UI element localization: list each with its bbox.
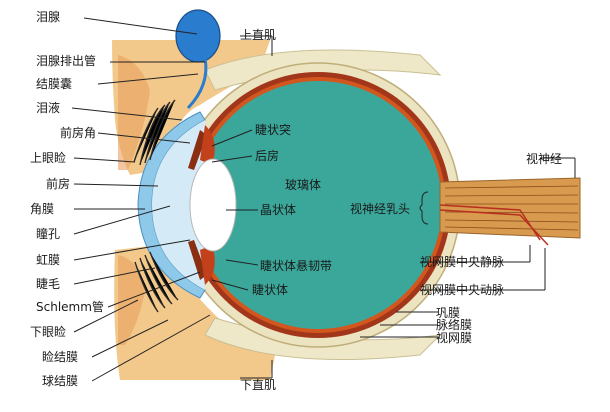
label-ciliary-process: 睫状突 [255,123,292,137]
label-upper-eyelid: 上眼睑 [30,151,67,165]
label-posterior-chamber: 后房 [255,149,280,163]
label-tears: 泪液 [36,101,61,115]
optic-nerve [439,177,581,239]
label-anterior-chamber-angle: 前房角 [60,126,97,140]
leader-lines [71,17,576,382]
label-zonule: 睫状体悬韧带 [260,259,333,273]
label-palpebral-conjunctiva: 睑结膜 [42,350,79,364]
label-optic-nerve: 视神经 [526,152,563,166]
iris-lower [188,240,207,280]
vitreous-body [194,81,442,329]
label-pupil: 瞳孔 [36,227,61,241]
label-cornea: 角膜 [30,202,55,216]
label-central-retinal-vein: 视网膜中央静脉 [420,255,505,269]
label-bulbar-conjunctiva: 球结膜 [42,374,79,388]
label-conjunctival-sac: 结膜囊 [36,77,73,91]
label-central-retinal-artery: 视网膜中央动脉 [420,283,505,297]
lacrimal-duct [186,57,208,110]
label-inferior-rectus: 下直肌 [240,378,277,392]
label-lacrimal-duct: 泪腺排出管 [36,54,97,68]
label-lower-eyelid: 下眼睑 [30,325,67,339]
lacrimal-gland [175,9,221,63]
upper-eyelashes [133,99,176,166]
label-eyelash: 睫毛 [36,277,61,291]
upper-lid-red [118,55,150,170]
label-vitreous-body: 玻璃体 [285,178,322,192]
lens [189,158,237,252]
label-choroid: 脉络膜 [436,318,473,332]
label-lens: 晶状体 [260,203,297,217]
iris-upper [188,130,207,170]
ciliary-body-upper [200,125,215,165]
label-lacrimal-gland: 泪腺 [36,10,61,24]
label-schlemm-canal: Schlemm管 [36,300,104,314]
ciliary-body-lower [200,245,215,285]
label-anterior-chamber: 前房 [46,177,71,191]
label-optic-papilla: 视神经乳头 [350,202,411,216]
label-iris: 虹膜 [36,253,61,267]
label-ciliary-body: 睫状体 [252,283,289,297]
optic-papilla-brace [419,191,429,225]
label-sclera: 巩膜 [436,306,461,320]
label-retina: 视网膜 [436,331,473,345]
label-superior-rectus: 上直肌 [240,28,277,42]
lower-lid-red [118,255,145,345]
central-retinal-vessels [439,204,549,246]
lower-eyelashes [134,251,179,313]
